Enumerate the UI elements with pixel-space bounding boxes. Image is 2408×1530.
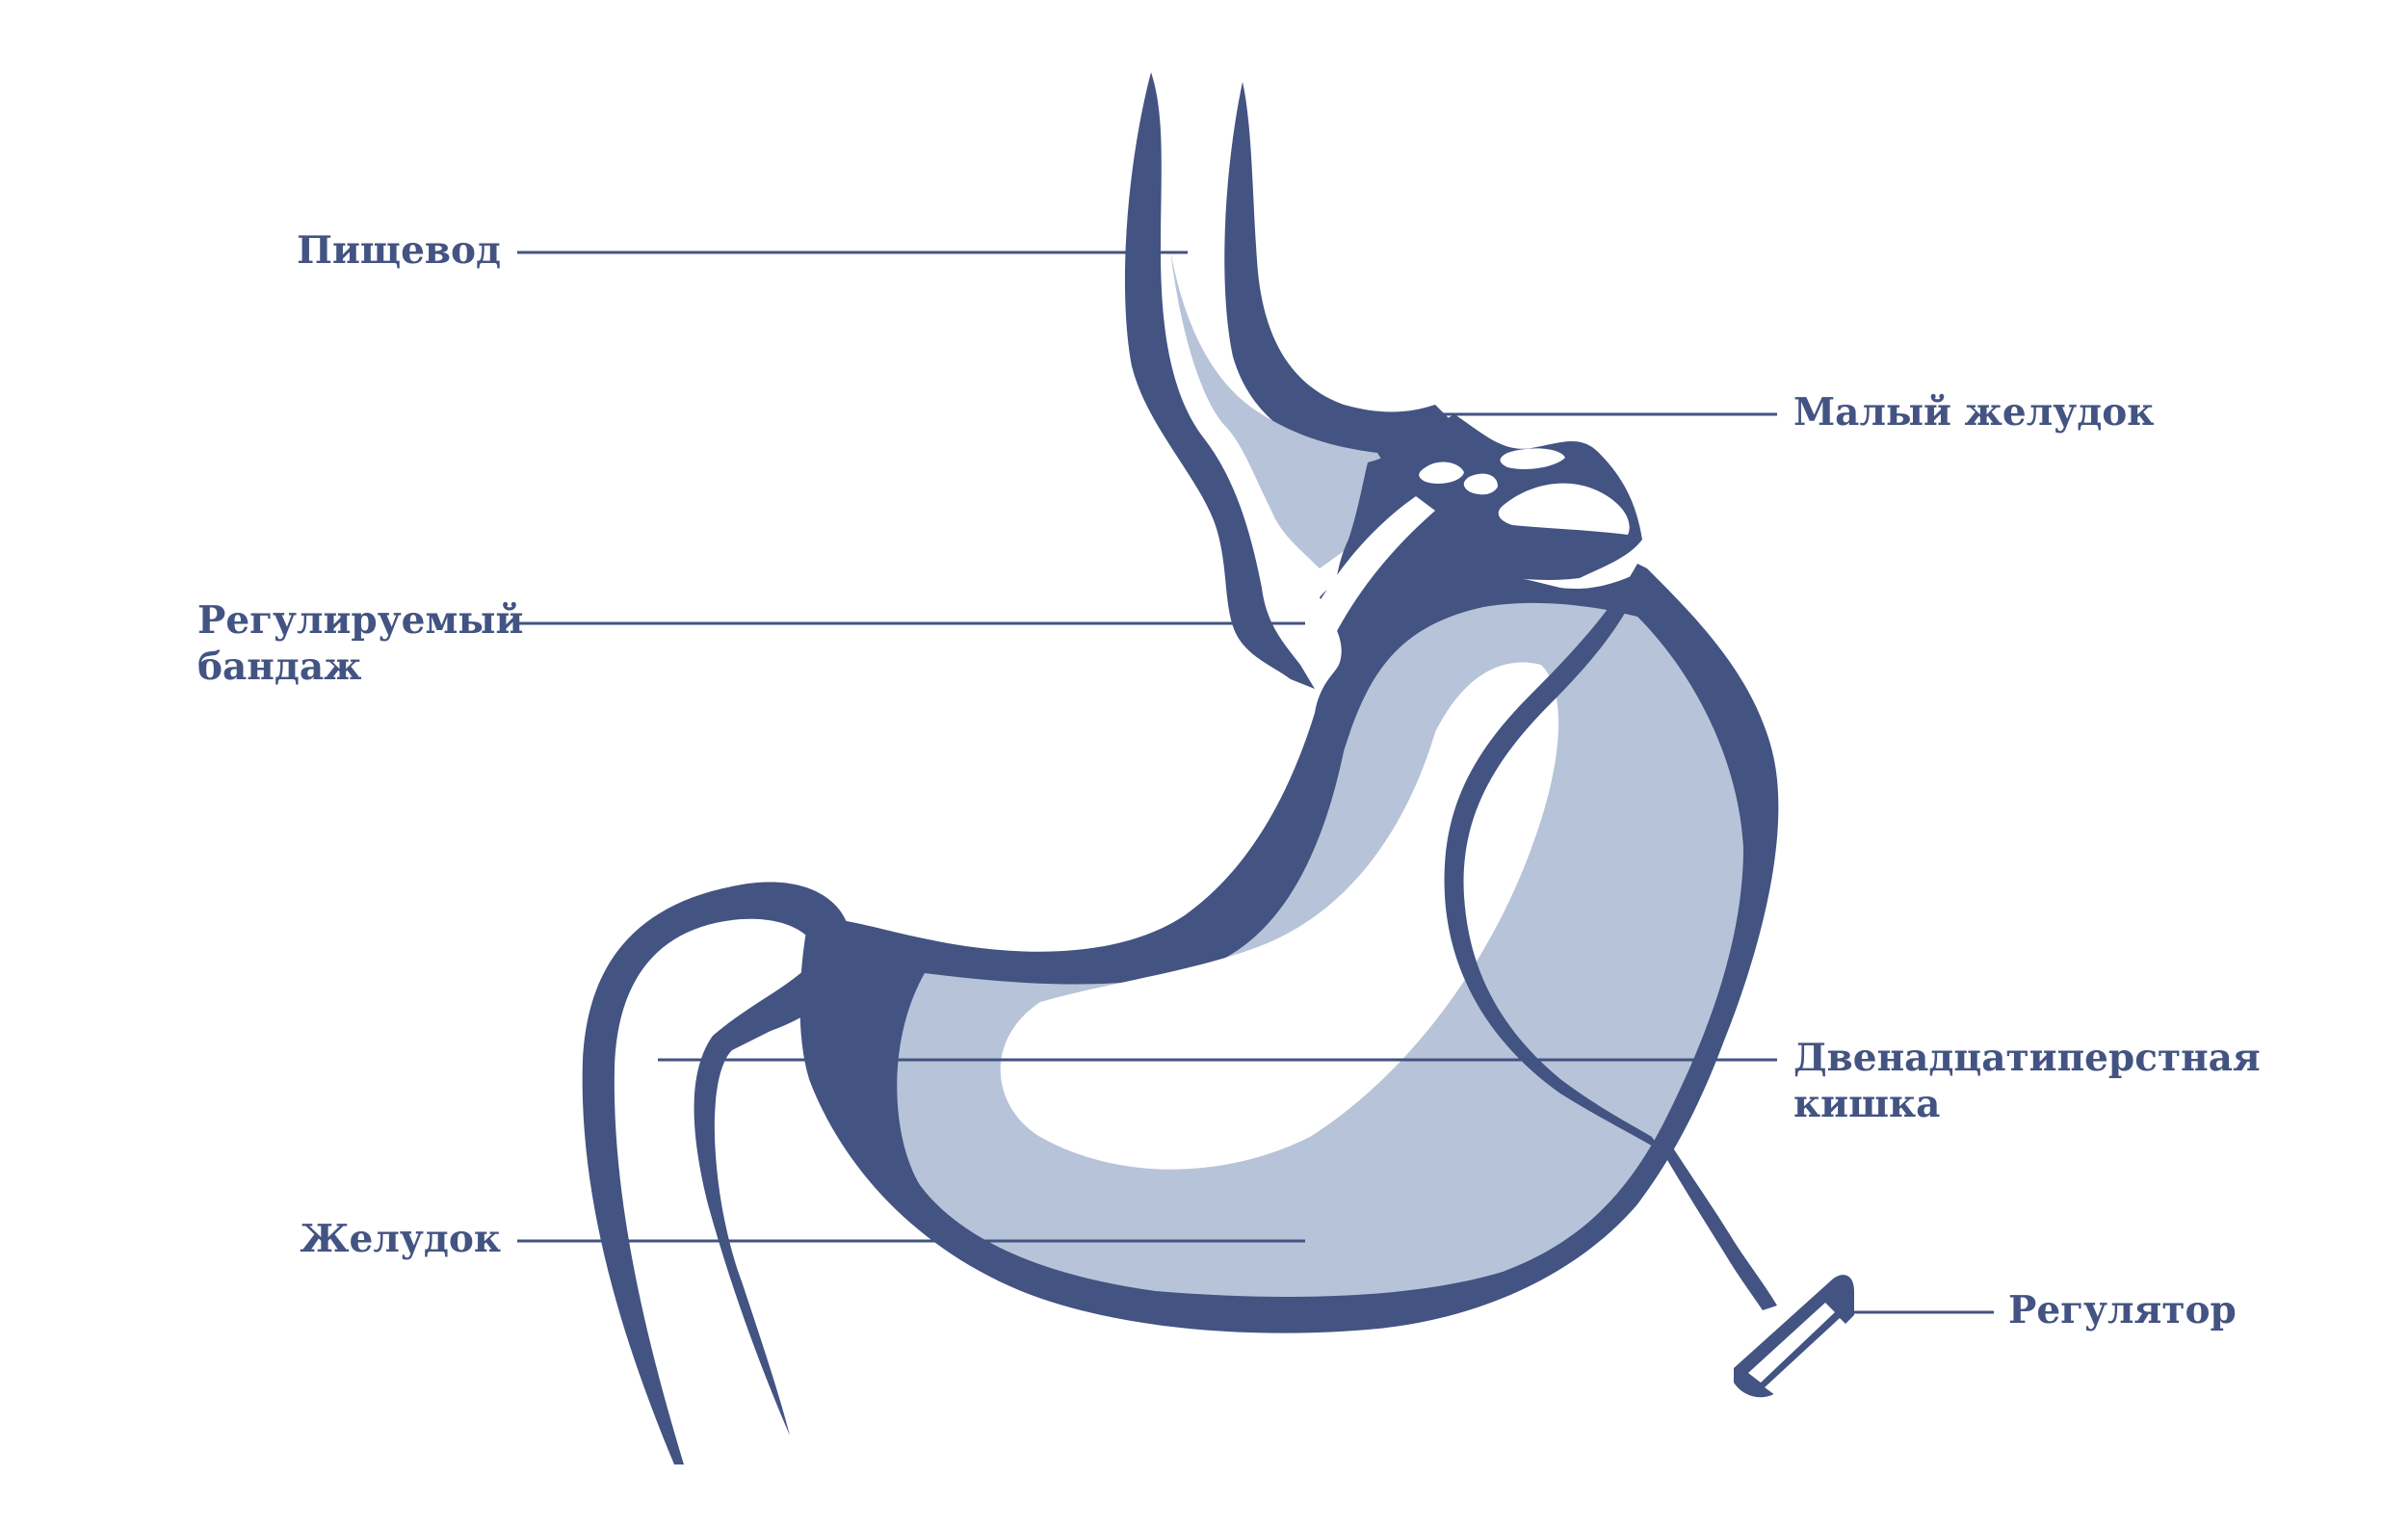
label-stomach-text: Желудок — [300, 1217, 501, 1261]
label-band-line1: Регулируемый — [197, 598, 524, 643]
label-esophagus-text: Пищевод — [297, 228, 501, 273]
esophagus-interior — [1170, 251, 1398, 568]
small-stomach-pouch — [1334, 414, 1642, 626]
regulator-device — [1734, 1275, 1854, 1398]
leader-lines — [517, 251, 1994, 1314]
label-regulator-text: Регулятор — [2008, 1288, 2237, 1332]
label-duodenum-line1: Двенадцатиперстная — [1793, 1036, 2261, 1080]
adjustable-band — [1297, 496, 1435, 667]
pouch-highlight-2 — [1463, 473, 1498, 495]
label-duodenum-line2: кишка — [1793, 1082, 1941, 1126]
label-stomach: Желудок — [270, 1216, 501, 1262]
pouch-highlight-1 — [1419, 462, 1464, 484]
stomach-highlight — [1000, 662, 1559, 1170]
label-band-line2: бандаж — [197, 645, 362, 689]
band-tube — [1444, 564, 1662, 1151]
label-esophagus: Пищевод — [270, 227, 501, 274]
pouch-highlight-4 — [1498, 483, 1630, 535]
label-band: Регулируемый бандаж — [197, 597, 523, 690]
label-small-stomach: Малый желудок — [1793, 389, 2154, 435]
label-duodenum: Двенадцатиперстная кишка — [1793, 1035, 2261, 1127]
pouch-highlight-3 — [1500, 448, 1565, 469]
esophagus-right-wall — [1224, 82, 1454, 463]
regulator-tube — [1657, 1137, 1777, 1310]
label-small-stomach-text: Малый желудок — [1793, 390, 2155, 435]
esophagus-left-wall — [1124, 72, 1315, 689]
label-regulator: Регулятор — [2008, 1287, 2237, 1333]
